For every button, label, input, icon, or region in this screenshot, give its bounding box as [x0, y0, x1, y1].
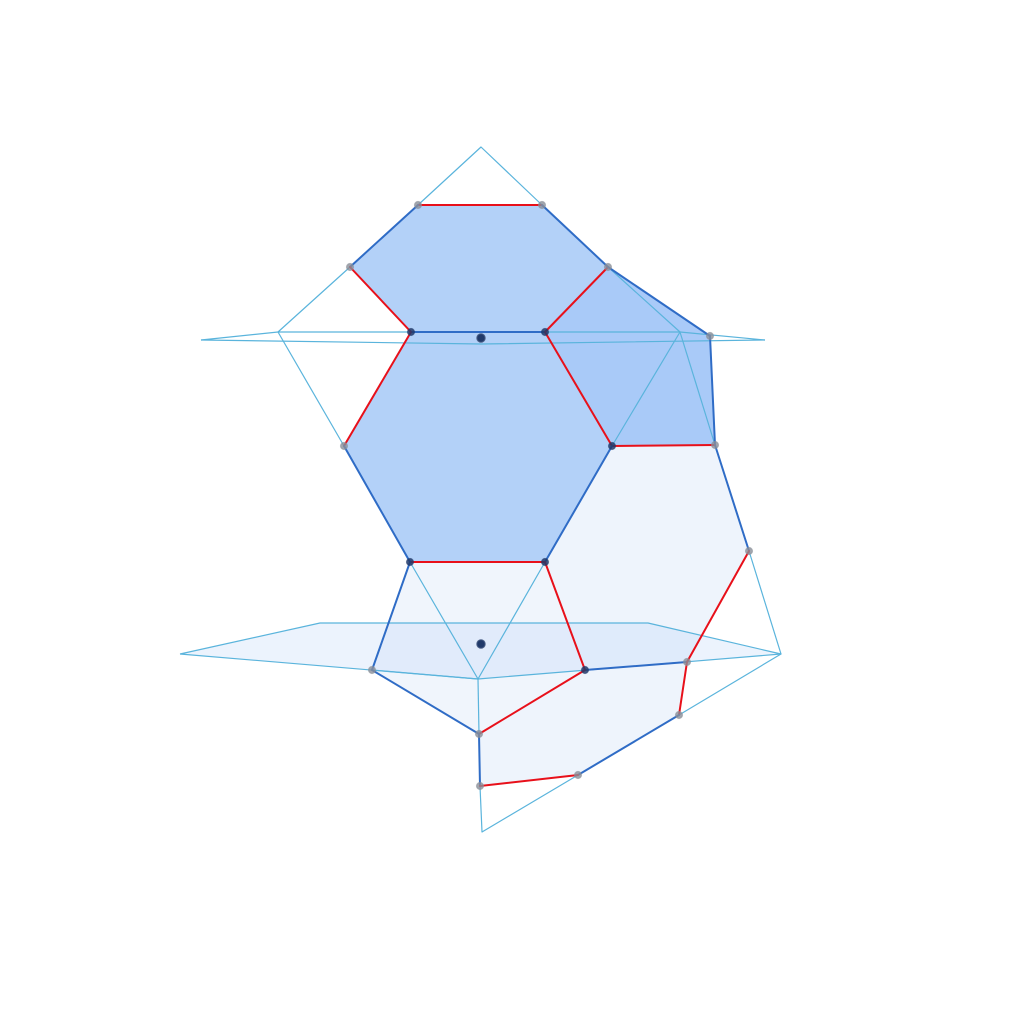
edge-top-left	[349, 204, 419, 268]
edge-lower-left-bottom	[371, 669, 480, 735]
vertex-16	[682, 657, 692, 667]
guide-lines-layer	[179, 146, 782, 833]
vertex-17	[674, 710, 684, 720]
edge-right-quad-top	[607, 266, 711, 337]
guide-upper-band-left	[200, 331, 279, 341]
edge-lower-mid-red	[544, 561, 586, 671]
guide-top-apex	[417, 146, 543, 206]
edge-far-right-red	[686, 550, 750, 663]
center-point-upper	[476, 333, 486, 343]
guide-left-wing-lower	[277, 331, 345, 447]
edge-left-lower	[343, 445, 411, 563]
vertex-9	[607, 441, 617, 451]
edge-bottom-red	[479, 774, 579, 787]
edge-right-drop-red	[678, 661, 688, 716]
edge-upper-right-red	[544, 266, 609, 333]
edge-center-right-red	[544, 331, 613, 447]
vertex-3	[345, 262, 355, 272]
edge-right-lower	[544, 445, 613, 563]
guide-upper-band-right	[679, 331, 766, 341]
edge-far-right	[714, 444, 750, 552]
vertex-14	[367, 665, 377, 675]
face-lower-left	[372, 562, 585, 734]
vertex-15	[580, 665, 590, 675]
edge-upper-left-red	[349, 266, 412, 333]
edge-right-quad-bottom-red	[611, 444, 716, 447]
faces-layer	[180, 205, 781, 786]
vertex-2	[537, 200, 547, 210]
face-band-lower	[180, 623, 781, 679]
edge-lower-left-side	[371, 561, 411, 671]
centers-layer	[476, 333, 486, 649]
face-top-hexagon	[350, 205, 608, 332]
guide-right-spike	[678, 550, 782, 716]
vertex-10	[710, 440, 720, 450]
vertex-8	[339, 441, 349, 451]
guide-right-diag-3	[607, 266, 681, 333]
vertex-13	[744, 546, 754, 556]
vertices-layer	[339, 200, 754, 791]
vertex-11	[405, 557, 415, 567]
guide-upper-band	[200, 339, 766, 345]
vertex-12	[540, 557, 550, 567]
vertex-5	[406, 327, 416, 337]
vertex-20	[475, 781, 485, 791]
vertex-1	[413, 200, 423, 210]
face-bottom	[479, 662, 687, 786]
guide-right-diag-2	[679, 331, 716, 446]
guide-lower-v-left	[371, 669, 479, 680]
face-lower-right	[545, 445, 749, 670]
vertex-6	[540, 327, 550, 337]
edge-right-quad-side	[709, 335, 716, 446]
face-center-hexagon	[344, 332, 612, 562]
vertex-19	[573, 770, 583, 780]
guide-bottom-apex	[479, 774, 579, 833]
vertex-7	[705, 331, 715, 341]
edge-lower-diag-red	[478, 669, 586, 735]
center-point-lower	[476, 639, 486, 649]
edge-left-upper-red	[343, 331, 412, 447]
edge-bottom-stem	[478, 733, 481, 787]
vertex-4	[603, 262, 613, 272]
edges-layer	[343, 204, 750, 787]
edge-lower-horizontal	[584, 661, 688, 671]
edge-bottom-right	[577, 714, 680, 776]
guide-lower-v-stem	[477, 678, 480, 735]
edge-top-right	[541, 204, 609, 268]
vertex-18	[474, 729, 484, 739]
